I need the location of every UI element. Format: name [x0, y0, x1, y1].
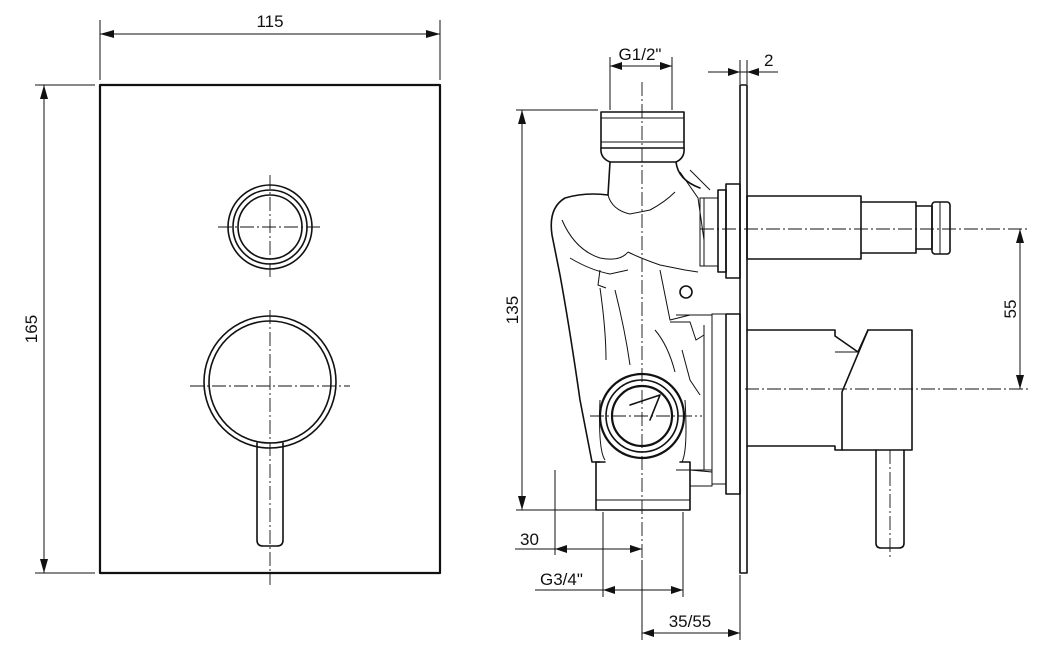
upper-flange: [717, 183, 741, 279]
dim-installation-depth-label: 35/55: [669, 612, 712, 631]
dim-outlet-offset: 30: [515, 470, 642, 555]
cover-plate: [98, 83, 442, 575]
dim-plate-height: 165: [22, 84, 95, 574]
valve-body: [550, 193, 609, 463]
outlet-port: [598, 372, 687, 463]
dim-plate-thickness-label: 2: [764, 51, 773, 70]
dim-plate-height-label: 165: [22, 315, 41, 343]
mixer-handle: [190, 310, 350, 585]
dim-plate-width-label: 115: [256, 12, 283, 31]
dim-body-height-label: 135: [503, 296, 522, 324]
dim-outlet-thread: G3/4": [535, 512, 684, 597]
valve-body-details: [561, 169, 727, 485]
dim-inlet-thread-label: G1/2": [619, 45, 662, 64]
inlet-fitting: [600, 111, 701, 196]
lower-flange: [725, 313, 741, 495]
body-hole: [679, 285, 693, 299]
outlet-fitting: [595, 461, 713, 511]
front-view: 115 165: [22, 12, 442, 585]
dim-plate-thickness: 2: [708, 51, 778, 84]
mixer-lever: [745, 329, 1028, 560]
dim-outlet-spacing-label: 55: [1001, 300, 1020, 319]
side-view: G1/2" 2 135 55: [503, 45, 1028, 640]
diverter-button: [218, 175, 322, 279]
diverter-stem: [700, 195, 1028, 260]
dim-installation-depth: 35/55: [641, 560, 741, 640]
dim-inlet-thread: G1/2": [609, 45, 673, 110]
dim-body-height: 135: [503, 109, 598, 511]
dim-outlet-thread-label: G3/4": [540, 570, 583, 589]
dim-outlet-spacing: 55: [1001, 229, 1024, 389]
side-cover-plate: [739, 84, 748, 574]
dim-outlet-offset-label: 30: [520, 530, 539, 549]
dim-plate-width: 115: [99, 12, 441, 80]
